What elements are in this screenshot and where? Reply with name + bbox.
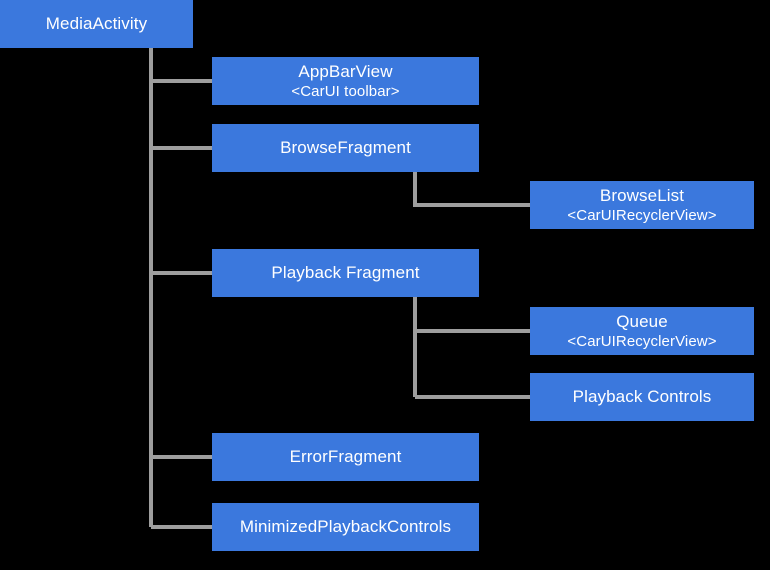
node-browse-fragment[interactable]: BrowseFragment — [212, 124, 479, 172]
node-title: Playback Fragment — [271, 263, 420, 283]
node-title: AppBarView — [298, 61, 393, 81]
node-playback-controls[interactable]: Playback Controls — [530, 373, 754, 421]
node-subtitle: <CarUI toolbar> — [291, 83, 400, 101]
node-playback-fragment[interactable]: Playback Fragment — [212, 249, 479, 297]
node-title: MediaActivity — [45, 14, 148, 34]
node-title: Queue — [616, 311, 668, 331]
node-subtitle: <CarUIRecyclerView> — [567, 333, 717, 351]
node-title: BrowseList — [599, 185, 685, 205]
node-error-fragment[interactable]: ErrorFragment — [212, 433, 479, 481]
node-media-activity[interactable]: MediaActivity — [0, 0, 193, 48]
node-title: MinimizedPlaybackControls — [239, 517, 452, 537]
node-subtitle: <CarUIRecyclerView> — [567, 207, 717, 225]
node-title: Playback Controls — [572, 387, 712, 407]
node-app-bar-view[interactable]: AppBarView <CarUI toolbar> — [212, 57, 479, 105]
node-queue[interactable]: Queue <CarUIRecyclerView> — [530, 307, 754, 355]
node-title: ErrorFragment — [289, 447, 402, 467]
node-minimized-playback-controls[interactable]: MinimizedPlaybackControls — [212, 503, 479, 551]
node-browse-list[interactable]: BrowseList <CarUIRecyclerView> — [530, 181, 754, 229]
node-title: BrowseFragment — [280, 138, 411, 158]
edge-browse-fragment-browse-list — [413, 172, 530, 207]
